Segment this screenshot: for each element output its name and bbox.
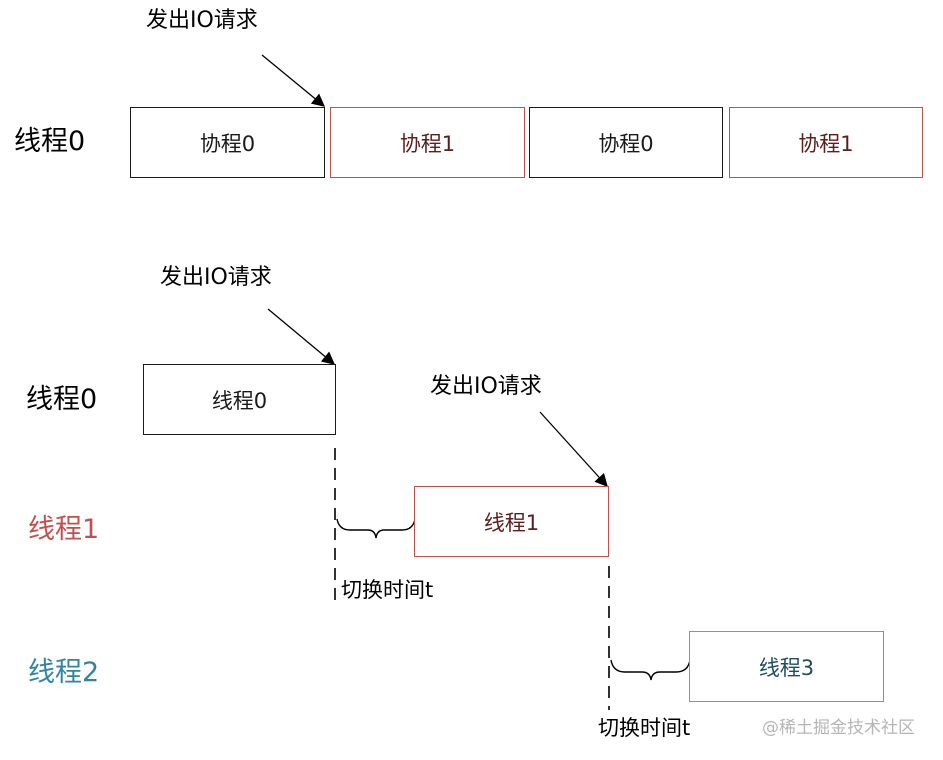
- watermark: @稀土掘金技术社区: [762, 718, 915, 738]
- coroutine-thread-label: 线程0: [14, 126, 86, 157]
- io-request-note-3: 发出IO请求: [430, 374, 542, 399]
- thread-row-1-label: 线程1: [28, 514, 100, 545]
- coroutine-block-1-label: 协程0: [199, 131, 256, 156]
- io-arrow-1: [261, 54, 326, 107]
- coroutine-block-2-label: 协程1: [399, 131, 456, 156]
- thread-block-0-label: 线程0: [211, 388, 268, 413]
- thread-block-2-label: 线程3: [758, 655, 815, 680]
- thread-row-0-label: 线程0: [26, 384, 98, 415]
- thread-block-1: 线程1: [414, 486, 609, 557]
- switch-brace-1: [336, 518, 416, 539]
- io-arrow-3: [539, 411, 608, 487]
- io-request-note-2: 发出IO请求: [160, 265, 272, 290]
- thread-block-1-label: 线程1: [483, 510, 540, 535]
- thread-block-0: 线程0: [143, 364, 336, 435]
- coroutine-block-4: 协程1: [729, 107, 923, 178]
- thread-block-2: 线程3: [689, 631, 884, 702]
- io-arrow-2: [267, 308, 335, 365]
- coroutine-block-4-label: 协程1: [798, 131, 854, 156]
- io-request-note-1: 发出IO请求: [146, 8, 258, 33]
- coroutine-block-2: 协程1: [330, 107, 525, 178]
- switch-time-label-2: 切换时间t: [598, 716, 691, 740]
- thread-row-2-label: 线程2: [28, 657, 100, 688]
- coroutine-block-1: 协程0: [130, 107, 325, 178]
- coroutine-block-3-label: 协程0: [598, 131, 654, 156]
- coroutine-block-3: 协程0: [529, 107, 723, 178]
- switch-time-label-1: 切换时间t: [341, 578, 434, 602]
- switch-brace-2: [610, 659, 691, 681]
